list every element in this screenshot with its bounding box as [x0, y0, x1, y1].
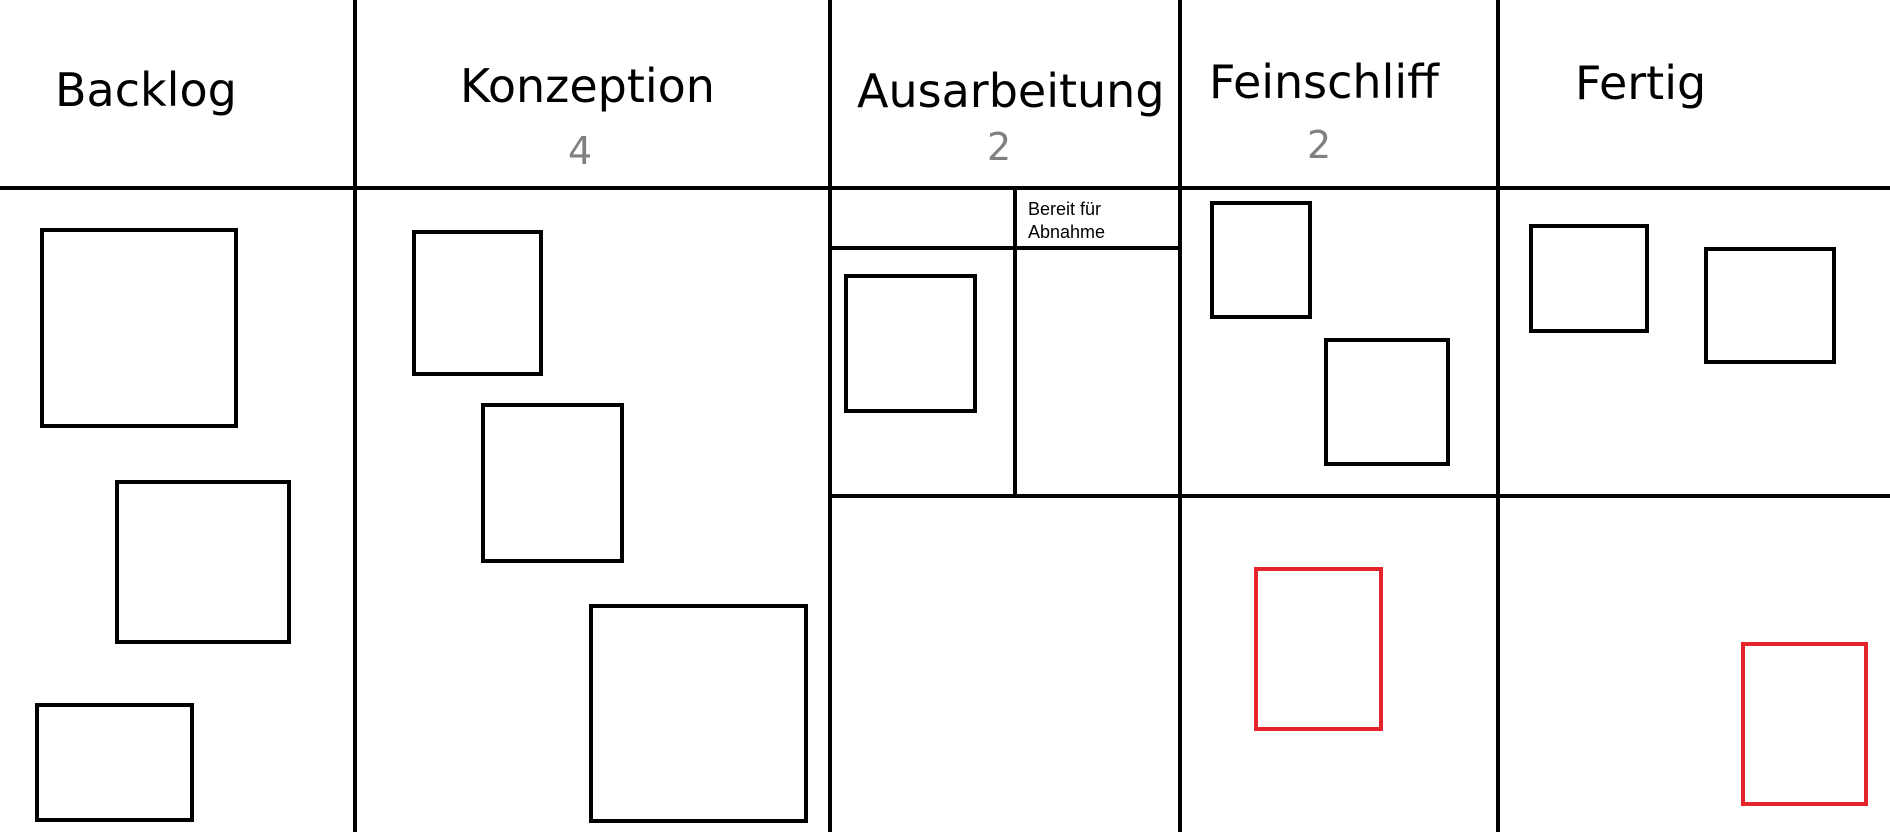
subcolumn-title-line2: Abnahme: [1028, 222, 1106, 242]
urgent-task-card[interactable]: [1254, 567, 1383, 731]
column-divider-konzeption-ausarbeitung: [828, 0, 832, 832]
wip-limit-ausarbeitung: 2: [987, 125, 1012, 169]
column-title-backlog: Backlog: [55, 63, 237, 117]
task-card[interactable]: [1529, 224, 1649, 333]
urgent-task-card[interactable]: [1741, 642, 1868, 806]
subcolumn-divider-ausarbeitung: [1013, 188, 1017, 496]
task-card[interactable]: [115, 480, 291, 644]
task-card[interactable]: [1704, 247, 1836, 364]
swimlane-divider: [830, 494, 1890, 498]
wip-limit-feinschliff: 2: [1307, 123, 1332, 167]
header-divider: [0, 186, 1890, 190]
subcolumn-header-divider: [830, 246, 1180, 250]
task-card[interactable]: [481, 403, 624, 563]
column-divider-backlog-konzeption: [353, 0, 357, 832]
task-card[interactable]: [40, 228, 238, 428]
task-card[interactable]: [35, 703, 194, 822]
task-card[interactable]: [589, 604, 808, 823]
task-card[interactable]: [1210, 201, 1312, 319]
column-divider-ausarbeitung-feinschliff: [1178, 0, 1182, 832]
column-title-konzeption: Konzeption: [460, 59, 715, 113]
column-title-feinschliff: Feinschliff: [1209, 55, 1439, 109]
subcolumn-title-bereit-fuer-abnahme: Bereit für Abnahme: [1028, 198, 1105, 244]
task-card[interactable]: [1324, 338, 1450, 466]
column-divider-feinschliff-fertig: [1496, 0, 1500, 832]
task-card[interactable]: [412, 230, 543, 376]
column-title-ausarbeitung: Ausarbeitung: [857, 64, 1165, 118]
wip-limit-konzeption: 4: [568, 129, 593, 173]
subcolumn-title-line1: Bereit für: [1028, 199, 1102, 219]
column-title-fertig: Fertig: [1575, 56, 1707, 110]
task-card[interactable]: [844, 274, 977, 413]
